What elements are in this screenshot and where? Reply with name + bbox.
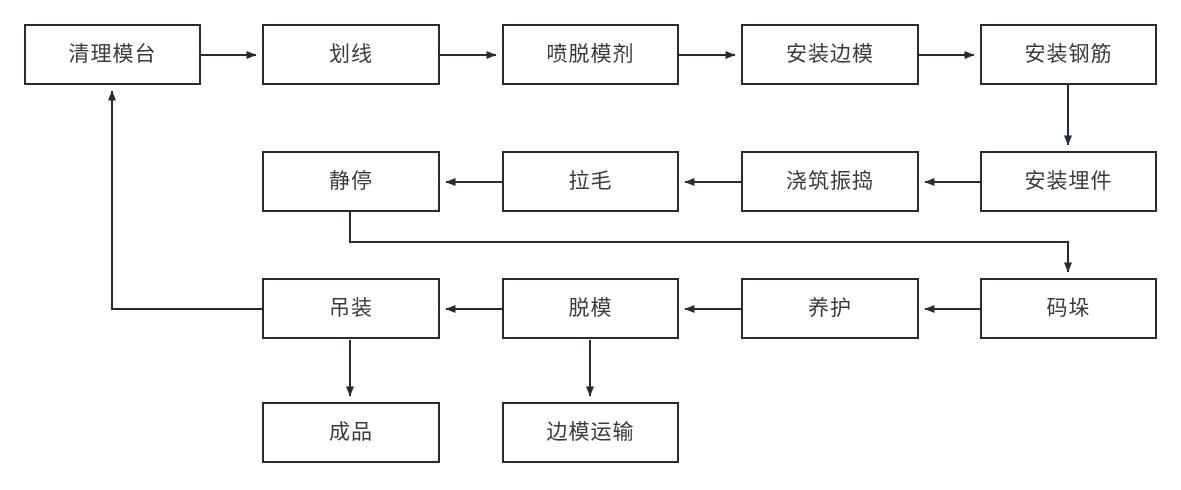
node-label: 浇筑振捣 bbox=[786, 168, 874, 193]
node-label: 划线 bbox=[329, 41, 373, 66]
node-label: 安装埋件 bbox=[1024, 168, 1113, 193]
node-label: 养护 bbox=[808, 295, 852, 320]
node-label: 码垛 bbox=[1046, 295, 1091, 320]
node-diaozhuang[interactable]: 吊装 bbox=[262, 278, 440, 339]
node-label: 拉毛 bbox=[568, 168, 613, 193]
node-label: 喷脱模剂 bbox=[546, 41, 635, 66]
node-tuomo[interactable]: 脱模 bbox=[502, 278, 679, 339]
node-label: 边模运输 bbox=[546, 419, 635, 444]
node-label: 安装边模 bbox=[786, 41, 874, 66]
node-yanghu[interactable]: 养护 bbox=[741, 278, 919, 339]
node-pen-tuomoji[interactable]: 喷脱模剂 bbox=[502, 24, 679, 85]
node-label: 脱模 bbox=[568, 295, 613, 320]
node-label: 静停 bbox=[329, 168, 373, 193]
node-label: 清理模台 bbox=[68, 41, 157, 66]
node-huaxian[interactable]: 划线 bbox=[262, 24, 440, 85]
node-label: 安装钢筋 bbox=[1024, 41, 1113, 66]
node-anzhuang-gangjin[interactable]: 安装钢筋 bbox=[980, 24, 1157, 85]
edge-jingting-to-maiduo bbox=[349, 212, 1072, 273]
node-maduo[interactable]: 码垛 bbox=[980, 278, 1157, 339]
node-qingli-motai[interactable]: 清理模台 bbox=[24, 24, 201, 85]
edge-diaozhuang-to-qinglimotai-feedback bbox=[108, 90, 262, 310]
node-jiaozhu-zhendao[interactable]: 浇筑振捣 bbox=[741, 151, 919, 212]
node-jingting[interactable]: 静停 bbox=[262, 151, 440, 212]
node-label: 吊装 bbox=[329, 295, 373, 320]
node-chengpin[interactable]: 成品 bbox=[262, 402, 440, 463]
node-anzhuang-bianmo[interactable]: 安装边模 bbox=[741, 24, 919, 85]
node-anzhuang-maijian[interactable]: 安装埋件 bbox=[980, 151, 1157, 212]
node-label: 成品 bbox=[329, 419, 373, 444]
node-bianmo-yunshu[interactable]: 边模运输 bbox=[502, 402, 679, 463]
node-lamao[interactable]: 拉毛 bbox=[502, 151, 679, 212]
